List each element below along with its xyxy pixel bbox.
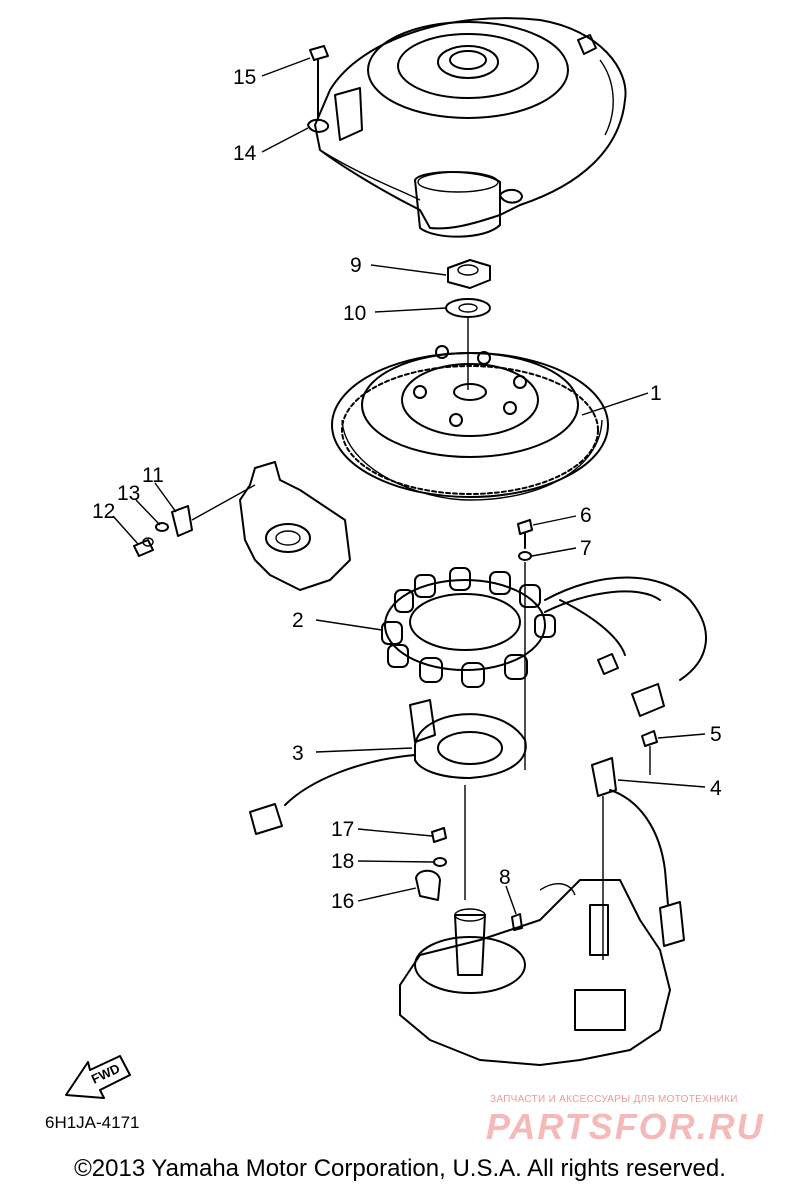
crankcase-top	[399, 879, 671, 1066]
callout-17: 17	[331, 818, 354, 841]
watermark-logo: PARTSFOR.RU	[486, 1106, 765, 1147]
callout-16: 16	[331, 890, 354, 913]
callout-2: 2	[292, 609, 304, 632]
callout-9: 9	[350, 254, 362, 277]
callout-8: 8	[499, 866, 511, 889]
flywheel-cover	[307, 17, 627, 238]
washer-13	[155, 522, 169, 532]
fwd-label: FWD	[89, 1061, 122, 1087]
flywheel-rotor	[331, 345, 609, 501]
callout-6: 6	[580, 504, 592, 527]
screw-17	[431, 827, 447, 843]
washer-18	[433, 857, 447, 867]
bracket-11	[171, 484, 256, 537]
washer	[445, 298, 491, 390]
flywheel-nut	[447, 259, 491, 289]
copyright-notice: ©2013 Yamaha Motor Corporation, U.S.A. A…	[74, 1155, 726, 1182]
callout-15: 15	[233, 66, 256, 89]
callout-1: 1	[650, 382, 662, 405]
callout-13: 13	[117, 482, 140, 505]
clamp-16	[415, 869, 441, 901]
watermark-tagline: ЗАПЧАСТИ И АКСЕССУАРЫ ДЛЯ МОТОТЕХНИКИ	[490, 1094, 738, 1105]
callout-11: 11	[142, 464, 164, 487]
washer-7	[518, 551, 532, 770]
wire-lead-4	[591, 757, 685, 960]
dowel-pin-8	[511, 913, 523, 931]
callouts: 15 14 9 10 1 11 13 12 6 7 2 3 5 4 17 18 …	[92, 66, 722, 913]
screw-6	[517, 519, 533, 549]
bolt-15	[309, 45, 329, 121]
pulser-coil	[249, 699, 527, 900]
callout-12: 12	[92, 500, 115, 523]
screw-5	[641, 730, 658, 775]
leader-lines	[112, 57, 706, 915]
screw-12	[133, 537, 154, 557]
drawing-code: 6H1JA-4171	[45, 1113, 140, 1132]
callout-3: 3	[292, 742, 304, 765]
callout-5: 5	[710, 723, 722, 746]
pulser-bracket-housing	[239, 461, 351, 591]
callout-18: 18	[331, 850, 354, 873]
callout-10: 10	[343, 302, 366, 325]
fwd-arrow: FWD	[65, 1055, 131, 1099]
callout-7: 7	[580, 537, 592, 560]
callout-14: 14	[233, 142, 257, 165]
stator-coil	[381, 567, 707, 717]
callout-4: 4	[710, 777, 722, 800]
